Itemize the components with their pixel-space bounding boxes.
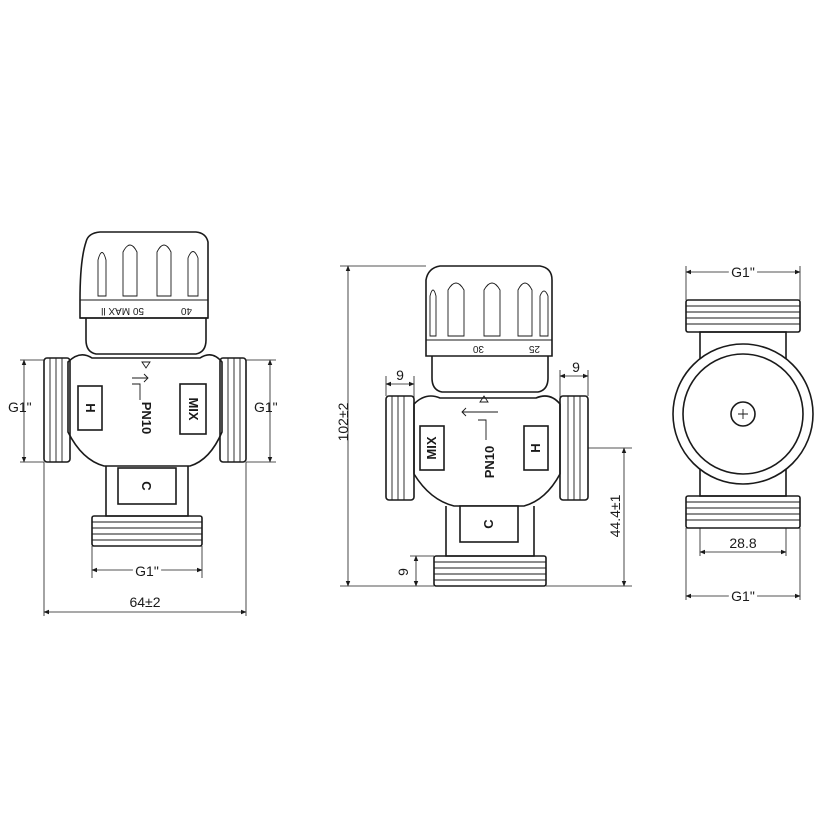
left-port-c-label: C <box>139 481 154 491</box>
center-screw <box>730 401 756 427</box>
middle-pressure-label: PN10 <box>482 446 497 479</box>
right-view: G1" 28.8 G1" <box>672 261 814 607</box>
left-knob: 40 50 MAX ll <box>79 231 209 319</box>
left-knob-scale: 40 <box>180 305 192 316</box>
right-dimensions: G1" 28.8 G1" <box>685 261 801 607</box>
middle-right-port <box>559 395 589 501</box>
overall-height-dimension: 102±2 <box>335 402 351 441</box>
left-body <box>67 354 223 467</box>
middle-port-c-label: C <box>481 519 496 529</box>
left-knob-text: 50 MAX ll <box>101 305 144 316</box>
left-inlet-port <box>43 357 71 463</box>
right-inlet-port <box>219 357 247 463</box>
middle-port-c-marker <box>459 505 519 543</box>
right-inlet-dimension: G1" <box>254 399 278 415</box>
left-dimensions: G1" G1" G1" 64±2 <box>8 359 278 616</box>
middle-port-mix-label: MIX <box>424 436 439 459</box>
left-flow-arrow <box>132 373 149 400</box>
middle-direction-triangle <box>479 395 489 403</box>
middle-dimensions: 102±2 9 9 9 44.4±1 <box>335 265 632 587</box>
middle-left-port <box>385 395 415 501</box>
left-port-mix-label: MIX <box>186 397 201 420</box>
top-thread-dimension: G1" <box>731 264 755 280</box>
overall-width-dimension: 64±2 <box>129 594 160 610</box>
left-inlet-dimension: G1" <box>8 399 32 415</box>
middle-flow-arrow <box>461 407 498 440</box>
right-thread-length: 9 <box>572 359 580 375</box>
left-port-h-label: H <box>83 403 98 412</box>
bottom-outlet-port <box>91 466 203 547</box>
inner-width-dimension: 28.8 <box>729 535 756 551</box>
middle-knob-scale-a: 30 <box>472 343 484 354</box>
middle-knob: 30 25 <box>425 265 553 357</box>
outlet-dimension: G1" <box>135 563 159 579</box>
left-port-mix-marker <box>179 383 207 435</box>
middle-bottom-port <box>433 506 547 587</box>
screw-cross-icon <box>738 409 748 419</box>
middle-port-mix-marker <box>419 425 445 471</box>
left-port-c-marker <box>117 467 177 505</box>
right-top-thread <box>685 299 801 333</box>
left-pressure-label: PN10 <box>139 402 154 435</box>
left-thread-length: 9 <box>396 367 404 383</box>
left-direction-triangle <box>141 361 151 369</box>
middle-knob-scale-b: 25 <box>528 343 540 354</box>
bottom-thread-dimension: G1" <box>731 588 755 604</box>
middle-port-h-label: H <box>528 443 543 452</box>
right-bottom-thread <box>685 495 801 529</box>
outlet-offset-dimension: 44.4±1 <box>607 494 623 537</box>
left-view: 40 50 MAX ll <box>8 231 278 616</box>
middle-view: 30 25 MIX H C PN10 <box>335 265 632 587</box>
middle-port-h-marker <box>523 425 549 471</box>
left-port-h-marker <box>77 385 103 431</box>
bottom-thread-length: 9 <box>395 568 411 576</box>
